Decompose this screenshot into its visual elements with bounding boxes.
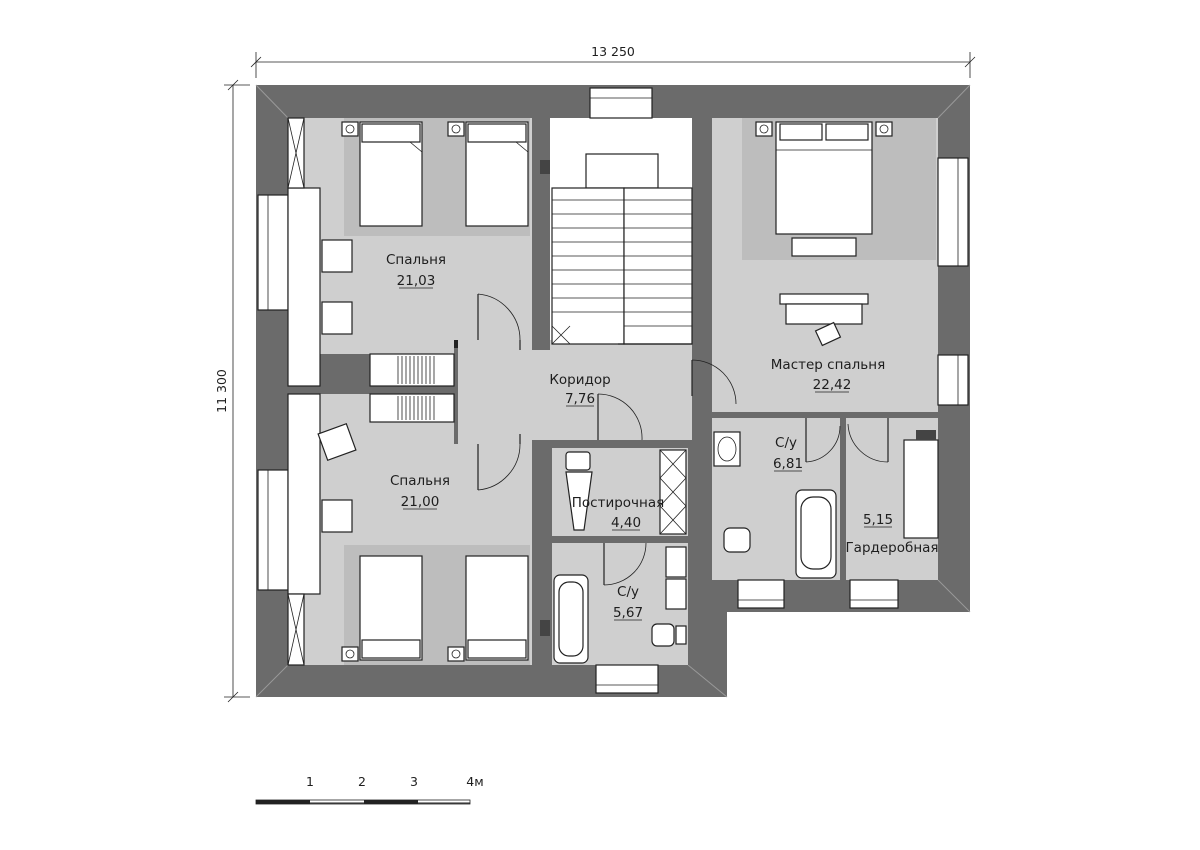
left-wardrobes: [287, 117, 321, 666]
room-area-wardrobe: 5,15: [863, 512, 893, 528]
beds-top-left: [341, 121, 529, 227]
room-name-bedroom-2: Спальня: [390, 473, 450, 489]
room-area-bath: 5,67: [613, 605, 643, 621]
armchairs: [317, 239, 869, 533]
dimension-height: 11 300: [214, 79, 250, 703]
staircase: [551, 153, 693, 345]
dimension-width: 13 250: [250, 44, 976, 78]
room-area-bedroom-2: 21,00: [401, 494, 440, 510]
room-name-laundry: Постирочная: [572, 495, 665, 511]
closet-shelves: [369, 353, 455, 423]
width-label: 13 250: [591, 44, 635, 59]
room-labels: Спальня 21,03 Спальня 21,00 Коридор 7,76…: [386, 252, 939, 621]
scale-tick-3: 3: [410, 774, 418, 789]
room-name-master-bath: С/у: [775, 435, 797, 451]
doors: [454, 293, 889, 586]
room-name-wardrobe: Гардеробная: [845, 540, 938, 556]
room-name-bath: С/у: [617, 584, 639, 600]
room-area-laundry: 4,40: [611, 515, 641, 531]
wall-corner-lines: [255, 84, 971, 698]
scale-tick-4: 4м: [466, 774, 483, 789]
room-area-corridor: 7,76: [565, 391, 595, 407]
scale-bar: 1 2 3 4м: [255, 774, 484, 805]
room-area-master: 22,42: [813, 377, 852, 393]
room-name-bedroom-1: Спальня: [386, 252, 446, 268]
bathroom-fixtures-small: [540, 546, 687, 664]
partition-walls: [288, 118, 938, 665]
beds-bottom-left: [341, 555, 529, 662]
master-bath-fixtures: [540, 160, 939, 579]
room-area-bedroom-1: 21,03: [397, 273, 436, 289]
height-label: 11 300: [214, 369, 229, 413]
laundry-fixtures: [565, 449, 687, 535]
room-name-corridor: Коридор: [549, 372, 610, 388]
room-name-master: Мастер спальня: [771, 357, 885, 373]
room-area-master-bath: 6,81: [773, 456, 803, 472]
scale-tick-1: 1: [306, 774, 314, 789]
scale-tick-2: 2: [358, 774, 366, 789]
bed-master: [755, 121, 893, 257]
